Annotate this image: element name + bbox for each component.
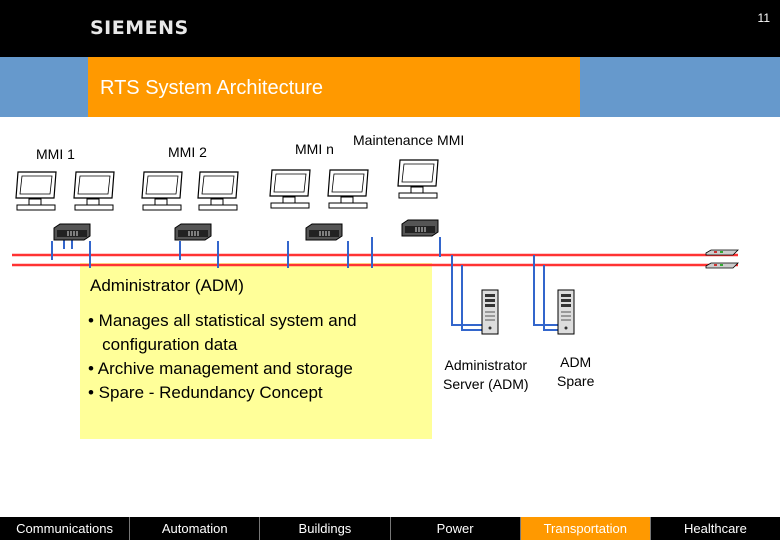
siemens-logo: SIEMENS: [90, 17, 189, 39]
monitor-icon: [141, 171, 183, 211]
tab-communications[interactable]: Communications: [0, 517, 131, 540]
adm-bullet: • Manages all statistical system and: [88, 311, 357, 330]
tab-healthcare[interactable]: Healthcare: [684, 521, 747, 536]
slide-title: RTS System Architecture: [100, 77, 324, 99]
adm-server-icon: [481, 289, 499, 335]
adm-server-link-1: [451, 255, 484, 326]
monitor-icon: [397, 159, 439, 199]
adm-spare-server-icon: [557, 289, 575, 335]
footer-tab-bar: Communications Automation Buildings Powe…: [0, 517, 780, 540]
network-switch-icon: [174, 223, 212, 241]
adm-spare-link-2: [543, 265, 558, 331]
monitor-icon: [15, 171, 57, 211]
adm-bullet: • Spare - Redundancy Concept: [88, 383, 323, 402]
tab-transportation[interactable]: Transportation: [520, 517, 651, 540]
maintenance-mmi-label: Maintenance MMI: [353, 132, 465, 148]
page-number: 11: [757, 11, 770, 25]
adm-spare-link-1: [533, 255, 558, 326]
tab-buildings[interactable]: Buildings: [260, 517, 391, 540]
bus-terminator-icon: [705, 249, 739, 256]
tab-power[interactable]: Power: [391, 517, 521, 540]
mmi-n-label: MMI n: [295, 141, 334, 157]
monitor-icon: [327, 169, 369, 209]
adm-bullet-list: • Manages all statistical system and con…: [88, 309, 357, 405]
adm-spare-label: ADM Spare: [557, 354, 595, 389]
network-switch-icon: [53, 223, 91, 241]
network-switch-icon: [305, 223, 343, 241]
monitor-icon: [73, 171, 115, 211]
adm-box-title: Administrator (ADM): [90, 276, 244, 295]
monitor-icon: [197, 171, 239, 211]
adm-bullet: configuration data: [88, 335, 238, 354]
network-diagram: [12, 159, 739, 335]
bus-terminator-icon: [705, 262, 739, 269]
monitor-icon: [269, 169, 311, 209]
mmi-1-label: MMI 1: [36, 146, 75, 162]
adm-server-link-2: [461, 265, 484, 331]
mmi-2-label: MMI 2: [168, 144, 207, 160]
adm-info-box: [80, 263, 432, 439]
tab-automation[interactable]: Automation: [130, 517, 261, 540]
network-switch-icon: [401, 219, 439, 237]
adm-bullet: • Archive management and storage: [88, 359, 353, 378]
adm-server-label: Administrator Server (ADM): [443, 357, 529, 392]
title-box: [88, 57, 580, 117]
top-bar: SIEMENS 11: [0, 0, 780, 57]
